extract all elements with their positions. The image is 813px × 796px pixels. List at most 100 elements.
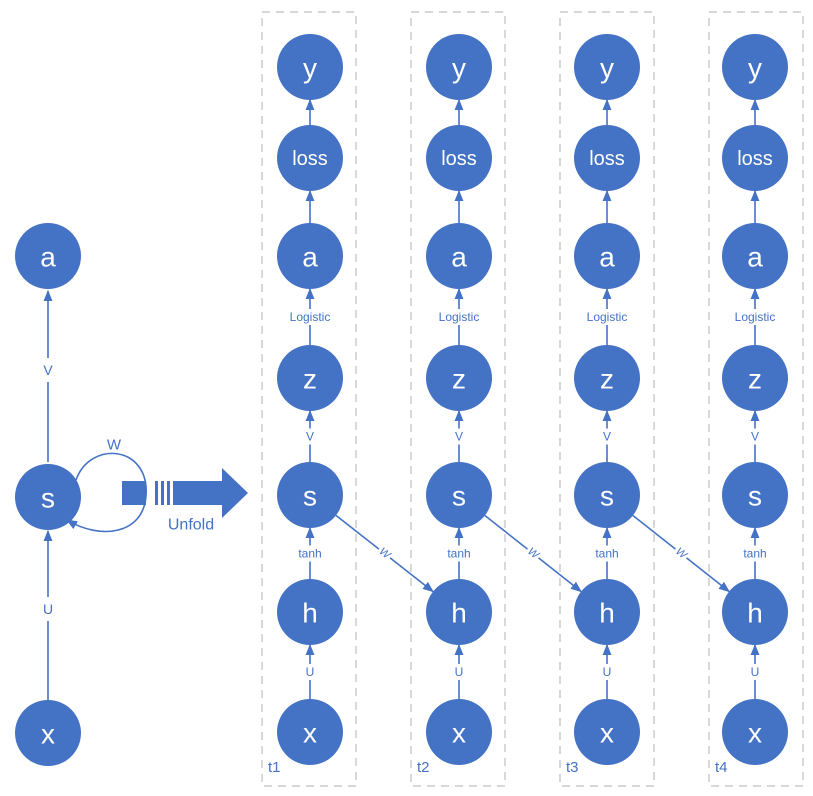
svg-text:y: y (303, 53, 317, 84)
svg-text:x: x (41, 719, 55, 750)
edge-label-bg (374, 543, 395, 564)
svg-text:loss: loss (292, 148, 328, 170)
svg-text:a: a (747, 242, 763, 273)
svg-text:s: s (41, 483, 55, 514)
edge-label-bg (442, 545, 476, 562)
time-step-frame (559, 11, 655, 787)
node-a: a (277, 223, 343, 289)
time-step-frame (708, 11, 804, 787)
edge-label-u: U (455, 665, 464, 679)
time-step-label: t2 (417, 759, 430, 776)
edge-label-v: V (603, 430, 611, 444)
edge-label-bg (39, 358, 57, 382)
node-y: y (426, 34, 492, 100)
svg-text:x: x (452, 718, 466, 749)
svg-text:loss: loss (737, 148, 773, 170)
unrolled-steps: LogisticVtanhUylossazshxt1LogisticVtanhU… (261, 11, 804, 787)
time-step-frame (410, 11, 506, 787)
edge-label-bg (523, 543, 543, 564)
svg-text:h: h (599, 598, 615, 629)
node-z: z (426, 345, 492, 411)
edge-label-logistic: Logistic (735, 310, 776, 324)
svg-text:x: x (303, 718, 317, 749)
node-s: s (15, 464, 81, 530)
edge-label-bg (293, 545, 327, 562)
self-loop-label-w: W (107, 437, 122, 454)
node-x: x (722, 699, 788, 765)
edge-label-bg (724, 309, 786, 325)
edge-label-bg (748, 664, 762, 680)
edge-label-bg (738, 545, 772, 562)
edge-label-tanh: tanh (298, 547, 321, 561)
node-y: y (277, 34, 343, 100)
edge-label-v: V (306, 430, 314, 444)
svg-text:s: s (748, 481, 762, 512)
edge-label-tanh: tanh (447, 547, 470, 561)
node-x: x (574, 699, 640, 765)
edge-label-v: V (43, 362, 53, 378)
node-loss: loss (574, 125, 640, 191)
svg-text:z: z (452, 364, 466, 395)
node-z: z (574, 345, 640, 411)
edge-label-bg (303, 428, 317, 445)
node-z: z (277, 345, 343, 411)
svg-text:s: s (600, 481, 614, 512)
edge-label-bg (39, 597, 57, 621)
svg-text:h: h (747, 598, 763, 629)
svg-text:a: a (302, 242, 318, 273)
self-loop-w (66, 452, 147, 533)
time-step-label: t3 (566, 759, 579, 776)
edge-label-u: U (603, 665, 612, 679)
svg-text:y: y (600, 53, 614, 84)
svg-text:z: z (303, 364, 317, 395)
node-s: s (574, 462, 640, 528)
unfold-label: Unfold (168, 517, 214, 534)
node-s: s (277, 462, 343, 528)
edge-label-bg (279, 309, 341, 325)
edge-label-logistic: Logistic (290, 310, 331, 324)
svg-text:x: x (748, 718, 762, 749)
node-a: a (574, 223, 640, 289)
time-step-frame (261, 11, 357, 787)
node-z: z (722, 345, 788, 411)
node-h: h (277, 579, 343, 645)
node-loss: loss (426, 125, 492, 191)
svg-text:loss: loss (589, 148, 625, 170)
node-x: x (277, 699, 343, 765)
edge-label-tanh: tanh (595, 547, 618, 561)
svg-text:s: s (452, 481, 466, 512)
node-loss: loss (277, 125, 343, 191)
svg-text:z: z (748, 364, 762, 395)
node-a: a (426, 223, 492, 289)
edge-label-bg (452, 664, 466, 680)
edge-label-tanh: tanh (743, 547, 766, 561)
svg-text:loss: loss (441, 148, 477, 170)
node-y: y (722, 34, 788, 100)
edge-label-bg (748, 428, 762, 445)
edge-label-u: U (751, 665, 760, 679)
time-step-label: t4 (715, 759, 728, 776)
node-s: s (426, 462, 492, 528)
unfold-arrow (122, 468, 248, 518)
svg-text:h: h (451, 598, 467, 629)
node-h: h (722, 579, 788, 645)
edge-label-bg (590, 545, 624, 562)
node-x: x (15, 700, 81, 766)
svg-text:a: a (451, 242, 467, 273)
node-loss: loss (722, 125, 788, 191)
folded-rnn: V U W a s x (15, 223, 147, 766)
svg-text:z: z (600, 364, 614, 395)
svg-text:y: y (452, 53, 466, 84)
edge-label-v: V (751, 430, 759, 444)
svg-text:a: a (599, 242, 615, 273)
node-a: a (15, 223, 81, 289)
node-x: x (426, 699, 492, 765)
edge-label-v: V (455, 430, 463, 444)
node-h: h (574, 579, 640, 645)
edge-label-u: U (306, 665, 315, 679)
